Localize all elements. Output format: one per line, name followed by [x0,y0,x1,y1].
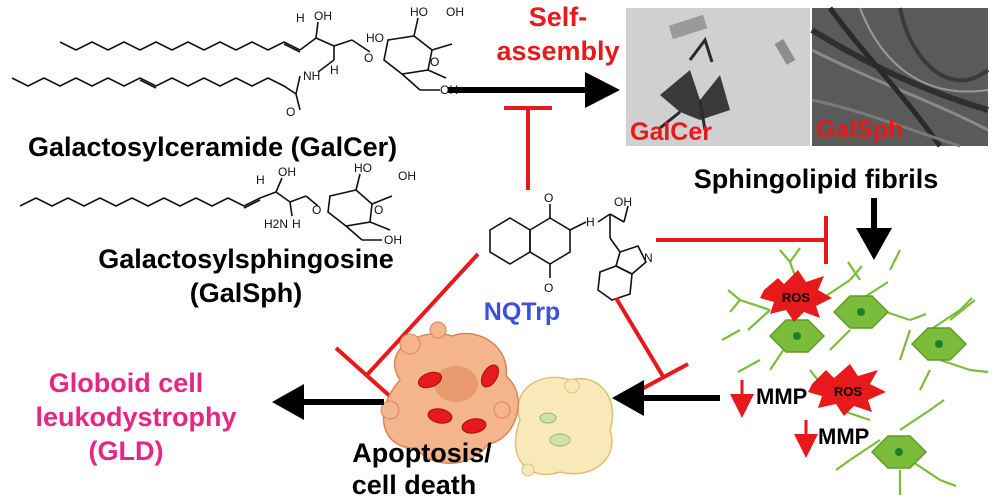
panel-label-galcer: GalCer [630,118,712,146]
galcer-o2-label: O [364,51,373,65]
galcer-oh-label: OH [314,9,332,23]
panel-label-galsph: GalSph [816,116,904,144]
galcer-h-label: H [296,11,305,25]
ros-burst-2 [808,364,886,416]
cell-1-nucleus [793,332,801,340]
galsph-h2-label: H [292,217,301,231]
mitochondrion-1 [417,371,443,389]
gld-label-line1: Globoid cell [49,368,204,398]
fibrils-to-cells-arrowhead [856,228,892,260]
galcer-structure [11,17,453,111]
galcer-ho2-label: HO [410,5,428,19]
galsph-ho-label: HO [354,161,372,175]
galsph-oh-label: OH [278,165,296,179]
inhibit-mmp-line [614,296,666,380]
apoptotic-cell-pale [514,376,614,476]
inhibit-mmp-bar [639,362,689,392]
cell-4-nucleus [895,448,903,456]
galsph-o2-label: O [374,203,383,217]
mitochondrion-4 [461,418,487,434]
nqtrp-label: NQTrp [484,298,560,326]
galsph-label-line1: Galactosylsphingosine [98,244,394,274]
galcer-h2-label: H [330,63,339,77]
galsph-oh-label2: OH [398,169,416,183]
inhibit-apoptosis-line [364,252,480,378]
mmp-label-1: MMP [756,384,807,409]
cell-cluster: ROS ROS MMP MMP [721,247,989,495]
mmp-label-2: MMP [818,424,869,449]
galsph-structure [19,173,393,241]
galcer-o-label: O [286,105,295,119]
apoptosis-to-gld-arrowhead [272,384,304,420]
nqtrp-oh-label: OH [614,195,632,209]
apoptotic-cells [380,321,614,477]
mitochondrion-3 [427,408,453,424]
galcer-nh-label: NH [303,69,320,83]
self-assembly-label-line1: Self- [529,2,588,32]
self-assembly-arrowhead [585,72,620,108]
nqtrp-o1-label: O [544,191,553,205]
cell-3-nucleus [935,340,943,348]
ros-burst-1 [760,270,832,322]
ros-label-1: ROS [782,290,811,305]
nqtrp-nh-label: H [586,215,595,229]
tem-panel-galcer [626,8,810,146]
tem-panel-galsph [810,6,990,148]
galsph-o-label: O [312,203,321,217]
galsph-h2n-label: H2N [264,217,288,231]
cell-2-nucleus [857,308,865,316]
nqtrp-n-label: N [644,251,653,265]
gld-label-line2: leukodystrophy [35,402,236,432]
galcer-o3-label: O [430,55,439,69]
apoptotic-nucleus [434,366,478,402]
self-assembly-label-line2: assembly [496,36,619,66]
galcer-ho-label: HO [366,31,384,45]
nqtrp-structure [489,204,647,301]
mitochondrion-2 [480,364,500,388]
galsph-label-line2: (GalSph) [190,278,303,308]
inhibit-apoptosis-bar [334,346,394,400]
fibrils-label: Sphingolipid fibrils [694,164,938,194]
galsph-oh3-label: OH [384,233,402,247]
galcer-label: Galactosylceramide (GalCer) [28,132,397,162]
apoptosis-label-line2: cell death [352,470,477,500]
cells-to-apoptosis-arrowhead [612,380,644,416]
gld-label-line3: (GLD) [89,436,164,466]
apoptosis-label-line1: Apoptosis/ [352,438,492,468]
galsph-h-label: H [256,173,265,187]
ros-label-2: ROS [834,384,863,399]
galcer-oh2-label: OH [446,5,464,19]
nqtrp-o2-label: O [544,281,553,295]
